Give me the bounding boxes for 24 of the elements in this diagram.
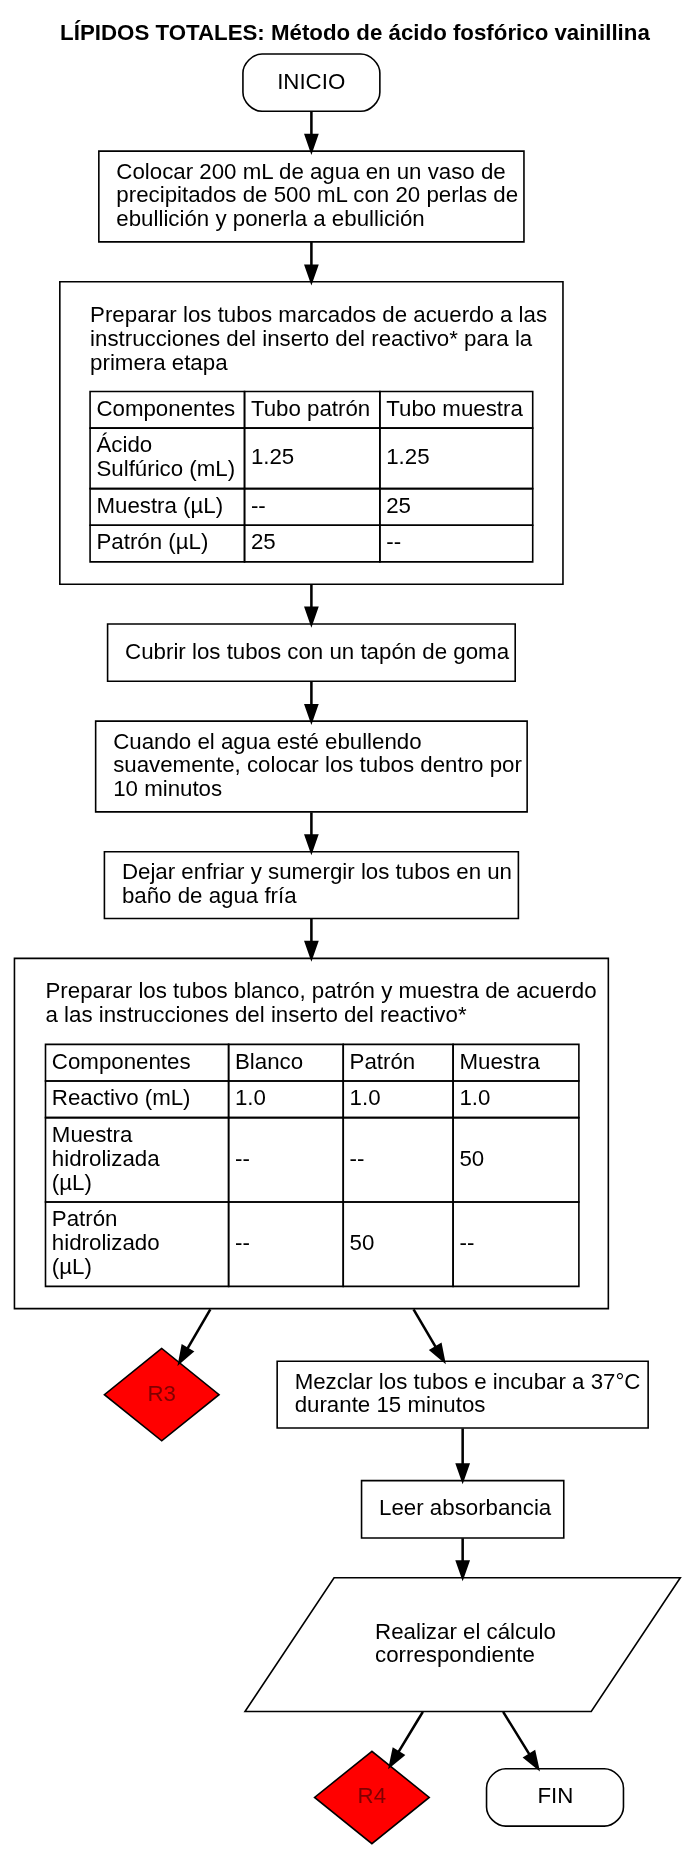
arrow [304,583,319,628]
node-box: Preparar los tubos blanco, patrón y muestra de acuerdo a las instrucciones del inserto del reactivo* Componentes Blanco Patrón Muestra Reactivo (mL) 1.0 1.0 1.0 Muestra hidrolizada (µL) -- -- 50 Patrón hidrolizado (µL) -- 50 -- [13,957,610,1309]
arrow [455,1537,471,1581]
node-box: Mezclar los tubos e incubar a 37°C durante 15 minutos [276,1359,649,1429]
arrow [388,1710,424,1769]
node-box: Dejar enfriar y sumergir los tubos en un baño de agua fría [103,850,520,919]
node-box: Colocar 200 mL de agua en un vaso de precipitados de 500 mL con 20 perlas de ebullición y ponerla a ebullición [98,149,525,243]
node-box: Cuando el agua esté ebullendo suavemente, colocar los tubos dentro por 10 minutos [94,719,528,813]
node-diamond: R4 [313,1749,431,1845]
node-diamond: R3 [103,1346,221,1442]
arrow [304,111,319,155]
arrow [304,681,319,725]
arrow [455,1427,471,1484]
arrow [304,918,319,962]
node-box: Cubrir los tubos con un tapón de goma [106,622,516,682]
arrow [502,1710,540,1771]
arrow [304,811,319,855]
arrow [304,241,319,285]
arrow [412,1308,446,1364]
diagram-title: LÍPIDOS TOTALES: Método de ácido fosfórico vainillina [60,19,650,45]
node-box: Leer absorbancia [360,1479,565,1539]
node-box: FIN [485,1767,625,1827]
node-box: INICIO [242,52,381,112]
arrow [177,1308,212,1366]
